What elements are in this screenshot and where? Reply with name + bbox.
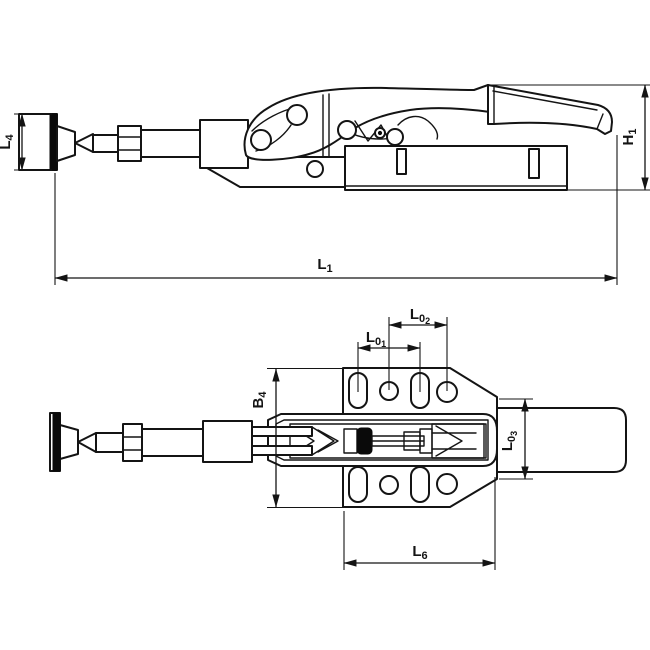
spring-plug: [356, 427, 373, 455]
pressure-pad-face: [49, 113, 58, 171]
hex-nut: [117, 125, 142, 162]
dimension-label-L01: L01: [366, 329, 386, 349]
dimension-label-L02: L02: [410, 306, 430, 326]
fork-bar-upper: [251, 426, 313, 437]
extension-line: [54, 135, 618, 285]
side-view: L4 H1 L1: [0, 84, 650, 285]
mounting-pin-left: [396, 148, 407, 175]
fork-bar-lower: [251, 445, 313, 456]
linkage-detail-lines: [251, 106, 439, 152]
dimension-H1: H1: [491, 84, 650, 191]
pad-flange: [56, 125, 76, 162]
spindle-rod-plan: [95, 432, 124, 453]
housing-cavity: [289, 423, 487, 459]
rear-bracket-lines: [431, 425, 477, 457]
dimension-label-L4: L4: [0, 133, 16, 149]
dimension-label-L1: L1: [317, 256, 332, 275]
pivot-rear: [386, 128, 404, 146]
spindle-shaft: [140, 129, 201, 158]
pad-cone: [74, 133, 94, 153]
dimension-label-B4: B4: [250, 391, 269, 409]
dimension-B4: B4: [250, 367, 343, 509]
rear-bracket: [431, 423, 485, 459]
pivot-mid: [337, 120, 357, 140]
base-plate-side: [344, 145, 568, 191]
slot-hole-bottom-left: [348, 466, 368, 503]
spindle-shaft-plan: [141, 428, 204, 457]
pad-flange-plan: [59, 424, 79, 460]
dimension-L6: L6: [343, 477, 496, 570]
arm-fold-lines: [322, 93, 330, 158]
base-hole: [306, 160, 324, 178]
hex-nut-facets-plan: [122, 436, 143, 451]
pivot-upper: [286, 104, 308, 126]
slide-housing: [267, 413, 498, 467]
mounting-pin-right: [528, 148, 540, 179]
fork-chevrons: [311, 426, 339, 456]
hex-nut-facets: [117, 136, 142, 151]
handle-inner-lines: [492, 86, 604, 130]
dimension-L02: L02: [388, 306, 448, 391]
plan-view: L01 L02 B4 L03 L6: [49, 306, 627, 570]
dimension-label-H1: H1: [620, 129, 639, 146]
pivot-small-center: [377, 130, 383, 136]
pressure-pad-face-plan: [52, 412, 61, 472]
dimension-L1: L1: [54, 135, 618, 285]
hex-nut-plan: [122, 423, 143, 462]
dimension-L03: L03: [499, 398, 533, 480]
pivot-front: [250, 129, 272, 151]
slot-hole-bottom-right: [410, 466, 430, 503]
guide-block: [199, 119, 249, 169]
dimension-label-L6: L6: [412, 543, 427, 562]
extension-line: [491, 84, 650, 191]
extension-line: [388, 317, 448, 391]
round-hole-bottom-left: [379, 475, 399, 495]
pad-cone-plan: [77, 432, 97, 453]
lever-arm: [243, 84, 491, 161]
dimension-L4: L4: [0, 113, 52, 171]
dimension-label-L03: L03: [499, 431, 519, 451]
guide-block-plan: [202, 420, 253, 463]
round-hole-bottom-right: [436, 473, 458, 495]
spindle-rod: [92, 134, 121, 153]
